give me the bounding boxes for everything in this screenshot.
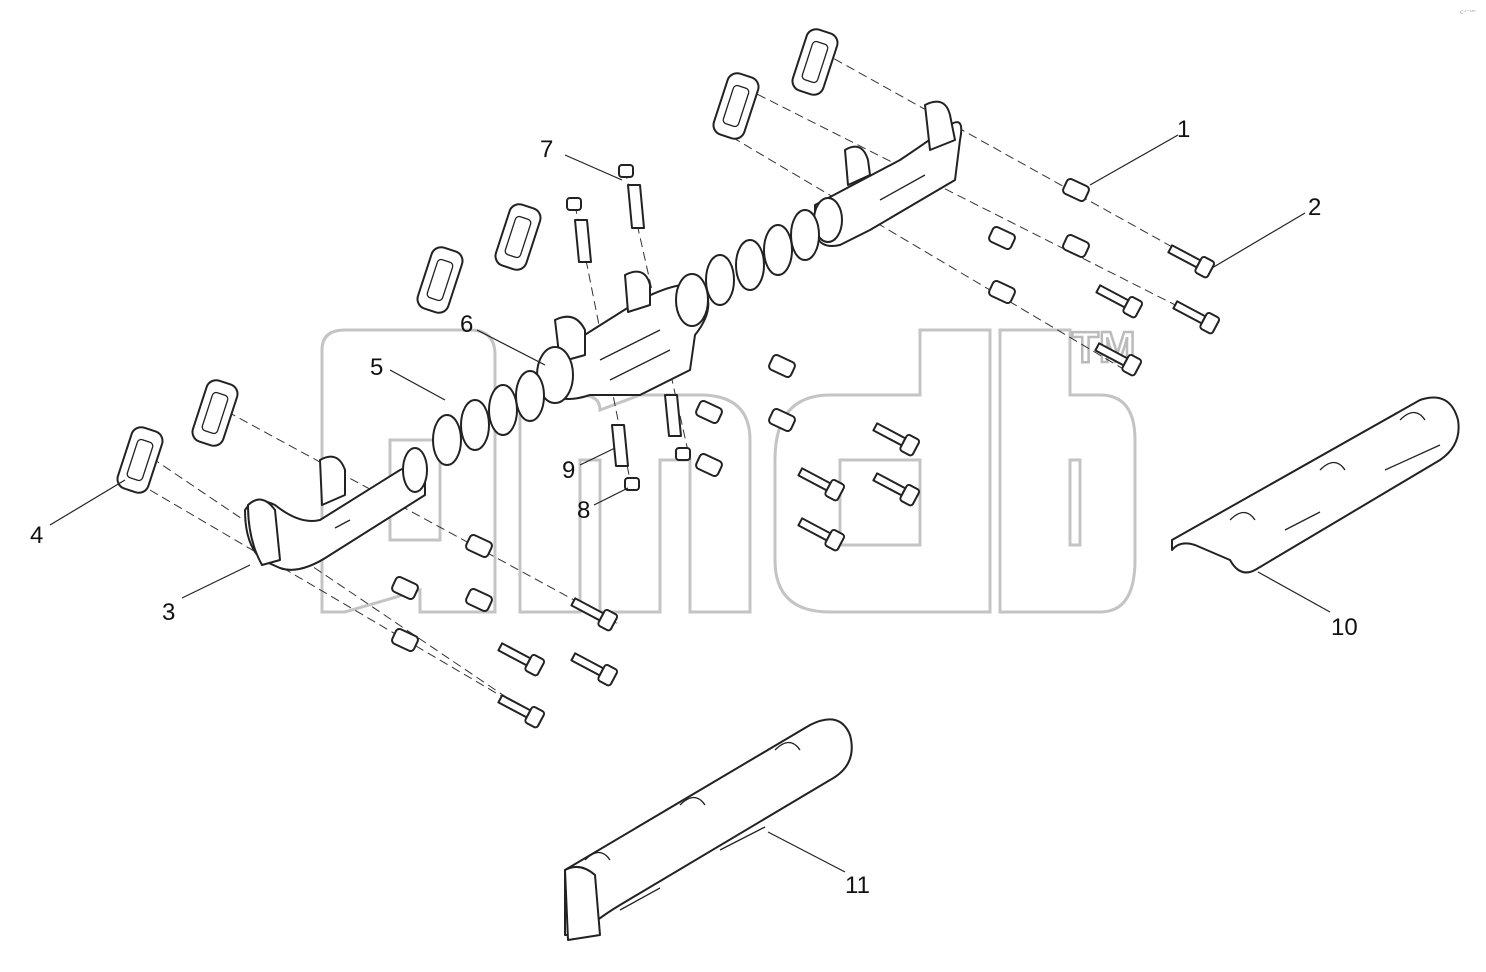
corner-mark: c·ᴵ⁻ˢᵐ (1460, 9, 1476, 16)
callout-1: 1 (1177, 116, 1190, 143)
callout-8: 8 (577, 497, 590, 524)
callout-9: 9 (562, 457, 575, 484)
assembly-lines (139, 51, 1216, 721)
gasket (191, 379, 239, 447)
callout-3: 3 (162, 599, 175, 626)
gasket (494, 203, 542, 271)
manifold-center (536, 270, 710, 404)
callout-6: 6 (460, 311, 473, 338)
callout-10: 10 (1331, 614, 1358, 641)
leader-lines (49, 134, 1331, 873)
callouts: 1 2 3 4 5 6 7 8 9 10 11 (30, 116, 1358, 899)
studs (574, 184, 682, 467)
manifold-front (244, 447, 428, 571)
watermark-logo: TM (320, 322, 1137, 614)
callout-2: 2 (1308, 194, 1321, 221)
spacers (391, 164, 1090, 653)
gasket (712, 72, 760, 140)
heat-shield-upper (1171, 396, 1460, 574)
gasket (416, 246, 464, 314)
callout-5: 5 (370, 354, 383, 381)
bolts (497, 244, 1221, 729)
callout-11: 11 (845, 872, 870, 899)
manifold-rear (813, 100, 963, 247)
seal-rings (432, 209, 820, 466)
heat-shield-lower (564, 718, 853, 941)
gasket (116, 426, 164, 494)
gaskets (116, 28, 839, 494)
callout-7: 7 (540, 136, 553, 163)
callout-4: 4 (30, 522, 43, 549)
gasket (791, 28, 839, 96)
